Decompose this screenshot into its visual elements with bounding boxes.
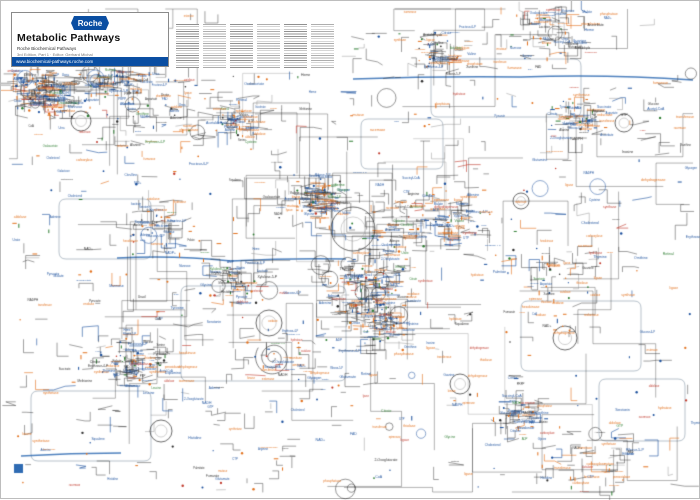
intro-text-columns: [176, 24, 334, 68]
title-box: Roche Metabolic Pathways Roche Biochemic…: [11, 12, 169, 67]
intro-text-column: [284, 24, 307, 68]
intro-text-column: [257, 24, 280, 68]
intro-text-column: [230, 24, 253, 68]
intro-text-column: [176, 24, 199, 68]
intro-text-column: [203, 24, 226, 68]
url-text: www.biochemical-pathways.roche.com: [16, 59, 94, 64]
intro-text-column: [311, 24, 334, 68]
roche-logo: Roche: [71, 16, 109, 30]
poster-title: Metabolic Pathways: [17, 32, 121, 44]
poster-subtitle: Roche Biochemical Pathways: [17, 46, 77, 51]
roche-logo-text: Roche: [77, 18, 103, 28]
poster-edition: 3rd Edition, Part 1 · Editor: Gerhard Mi…: [17, 52, 93, 57]
url-bar: www.biochemical-pathways.roche.com: [12, 57, 168, 66]
